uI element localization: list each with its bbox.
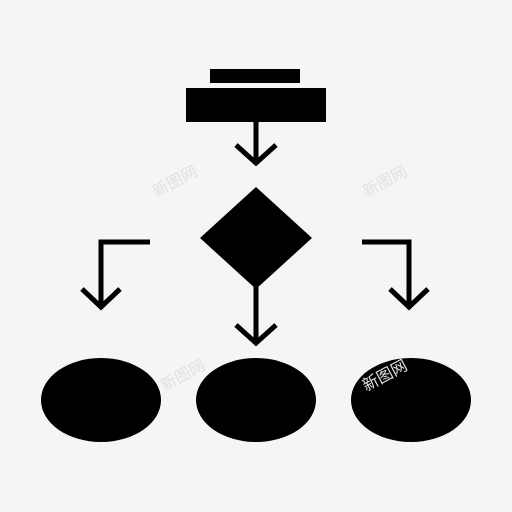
terminal-ellipse-right: [351, 358, 471, 442]
process-block-top-bar: [210, 69, 300, 83]
terminal-ellipse-left: [41, 358, 161, 442]
decision-diamond: [200, 187, 312, 289]
terminal-ellipse-center: [196, 358, 316, 442]
right-branch-arrow-icon: [362, 239, 430, 311]
down-arrow-icon: [234, 122, 278, 167]
left-branch-arrow-icon: [80, 239, 150, 311]
process-block: [186, 88, 326, 122]
down-arrow-icon: [234, 285, 278, 347]
